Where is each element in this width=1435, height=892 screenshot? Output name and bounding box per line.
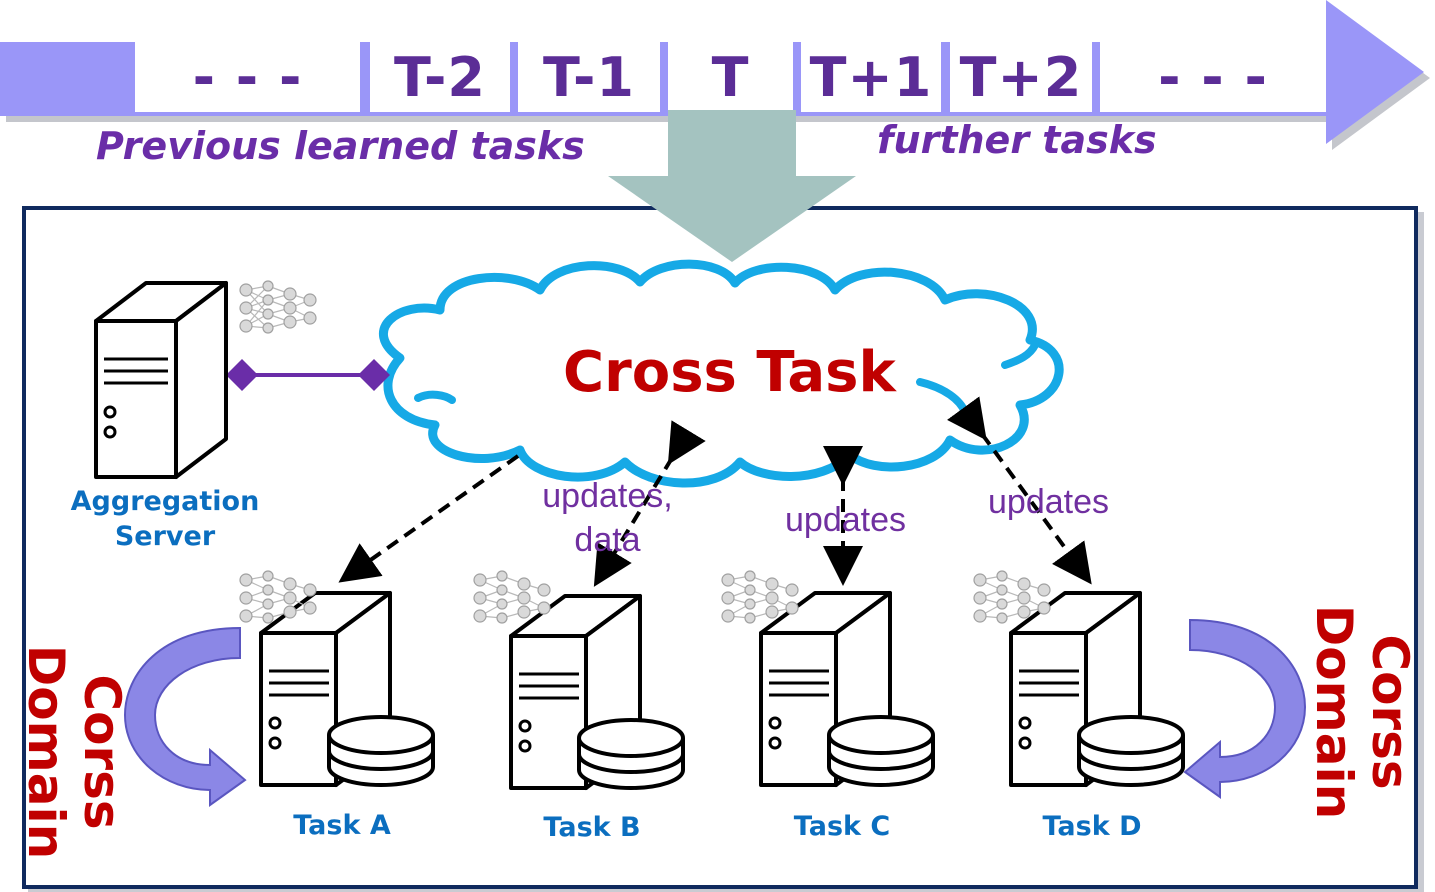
edge-label-task-b: updates, data — [525, 474, 690, 562]
task-d-server-icon — [1009, 591, 1185, 787]
timeline-slot-t-plus-2: T+2 — [950, 42, 1092, 112]
task-c-label: Task C — [793, 811, 891, 842]
task-d-label: Task D — [1042, 811, 1142, 842]
right-cross-domain-label: Corss Domain — [1298, 602, 1419, 822]
timeline-slot-prev-ellipsis: - - - — [135, 42, 360, 112]
timeline-slot-t-minus-2: T-2 — [370, 42, 510, 112]
aggregation-server-label-line1: Aggregation — [70, 486, 260, 517]
edge-label-task-b-line1: updates, — [542, 477, 673, 515]
task-b-server-icon — [509, 594, 685, 790]
right-cross-domain-line1: Corss — [1361, 634, 1419, 790]
timeline-slot-next-ellipsis: - - - — [1100, 42, 1326, 112]
aggregation-server-icon — [94, 281, 228, 479]
cross-task-title: Cross Task — [563, 340, 896, 405]
task-b-label: Task B — [543, 812, 641, 843]
left-cross-domain-line1: Corss — [73, 674, 131, 830]
right-cross-domain-line2: Domain — [1305, 604, 1363, 820]
task-b-neural-network-icon — [473, 570, 551, 624]
task-d-neural-network-icon — [973, 570, 1051, 624]
task-c-neural-network-icon — [721, 570, 799, 624]
task-b-database-icon — [577, 718, 685, 790]
previous-tasks-label: Previous learned tasks — [96, 124, 585, 168]
edge-label-task-b-line2: data — [574, 521, 641, 559]
neural-network-icon — [239, 280, 317, 334]
aggregation-server-label: Aggregation Server — [60, 484, 270, 554]
task-a-database-icon — [327, 715, 435, 787]
task-a-neural-network-icon — [239, 570, 317, 624]
right-curved-arrow-icon — [1183, 618, 1307, 799]
cloud-shape — [379, 259, 1064, 488]
aggregation-server-label-line2: Server — [114, 521, 216, 552]
left-cross-domain-line2: Domain — [17, 644, 75, 860]
timeline-slot-t-minus-1: T-1 — [518, 42, 660, 112]
timeline-slot-t: T — [668, 42, 793, 112]
edge-label-task-c: updates — [785, 501, 906, 539]
task-c-server-icon — [759, 591, 935, 787]
edge-label-task-d: updates — [988, 483, 1109, 521]
left-cross-domain-label: Corss Domain — [10, 642, 131, 862]
further-tasks-label: further tasks — [877, 118, 1157, 162]
task-c-database-icon — [827, 715, 935, 787]
task-a-label: Task A — [293, 810, 391, 841]
left-curved-arrow-icon — [123, 626, 247, 807]
task-a-server-icon — [259, 591, 435, 787]
timeline-slot-t-plus-1: T+1 — [801, 42, 941, 112]
task-d-database-icon — [1077, 715, 1185, 787]
down-arrow-icon — [608, 110, 856, 262]
